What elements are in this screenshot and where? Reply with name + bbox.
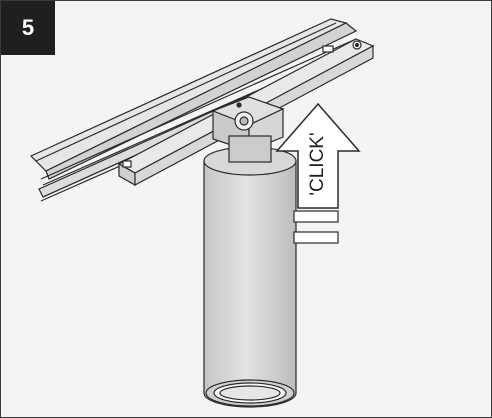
up-arrow-icon bbox=[275, 102, 361, 209]
luminaire-cylinder bbox=[203, 135, 297, 408]
click-label: 'CLICK' bbox=[307, 132, 328, 195]
step-number-badge: 5 bbox=[1, 1, 55, 55]
lock-indicator-icon bbox=[293, 210, 339, 244]
